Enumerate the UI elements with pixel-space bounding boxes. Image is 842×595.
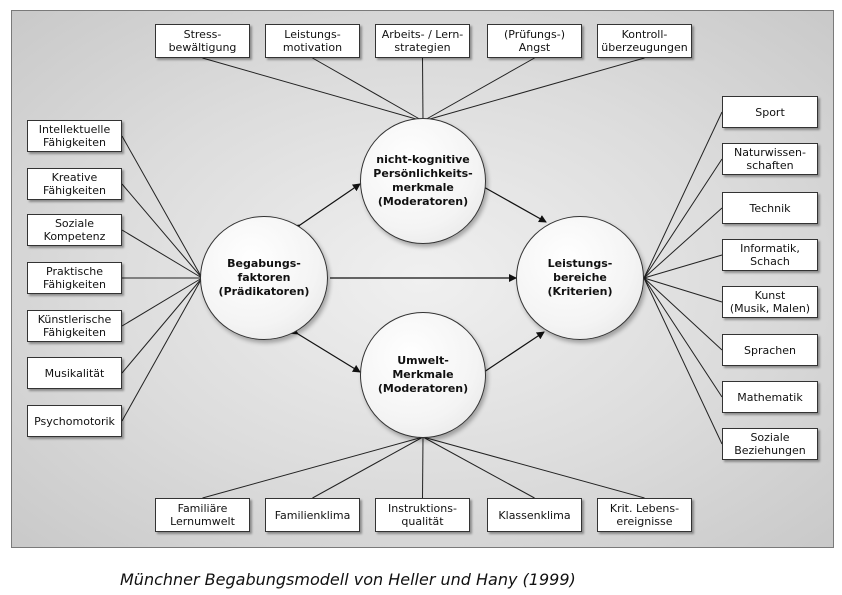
connector-left-box-5	[121, 277, 203, 374]
arrow-left-bottom	[289, 326, 361, 373]
connector-top-box-0	[202, 57, 424, 122]
top-box-arbeits-lern-strategien: Arbeits- / Lern- strategien	[375, 24, 470, 58]
right-box-soziale-beziehungen: Soziale Beziehungen	[722, 428, 818, 460]
top-box-prüfungs-angst: (Prüfungs-) Angst	[487, 24, 582, 58]
bottom-box-krit-lebens-ereignisse: Krit. Lebens- ereignisse	[597, 498, 692, 532]
bottom-box-familiäre-lernumwelt: Familiäre Lernumwelt	[155, 498, 250, 532]
diagram-caption: Münchner Begabungsmodell von Heller und …	[120, 570, 576, 589]
right-box-sport: Sport	[722, 96, 818, 128]
connector-bottom-box-1	[312, 436, 424, 499]
arrow-bottom-right	[483, 331, 545, 373]
connector-top-box-1	[312, 57, 424, 122]
left-box-praktische-fähigkeiten: Praktische Fähigkeiten	[27, 262, 122, 294]
right-box-mathematik: Mathematik	[722, 381, 818, 413]
left-box-musikalität: Musikalität	[27, 357, 122, 389]
connector-right-box-5	[643, 277, 723, 351]
bottom-box-klassenklima: Klassenklima	[487, 498, 582, 532]
circle-umweltmerkmale: Umwelt- Merkmale (Moderatoren)	[360, 312, 486, 438]
left-box-psychomotorik: Psychomotorik	[27, 405, 122, 437]
circle-persoenlichkeitsmerkmale: nicht-kognitive Persönlichkeits- merkmal…	[360, 118, 486, 244]
arrow-left-top	[291, 183, 361, 233]
connector-right-box-2	[643, 207, 723, 279]
connector-left-box-4	[121, 277, 203, 327]
top-box-leistungs-motivation: Leistungs- motivation	[265, 24, 360, 58]
connector-left-box-2	[121, 229, 203, 279]
left-box-soziale-kompetenz: Soziale Kompetenz	[27, 214, 122, 246]
right-box-naturwissen-schaften: Naturwissen- schaften	[722, 143, 818, 175]
connector-bottom-box-4	[422, 436, 645, 499]
right-box-kunst-musik-malen: Kunst (Musik, Malen)	[722, 286, 818, 318]
connector-right-box-6	[643, 277, 723, 398]
connector-right-box-7	[643, 277, 723, 445]
right-box-informatik-schach: Informatik, Schach	[722, 239, 818, 271]
left-box-kreative-fähigkeiten: Kreative Fähigkeiten	[27, 168, 122, 200]
connector-bottom-box-2	[422, 436, 424, 499]
connector-top-box-3	[422, 57, 535, 122]
right-box-technik: Technik	[722, 192, 818, 224]
connector-right-box-3	[643, 254, 723, 279]
left-box-intellektuelle-fähigkeiten: Intellektuelle Fähigkeiten	[27, 120, 122, 152]
arrow-top-right	[481, 185, 547, 223]
bottom-box-familienklima: Familienklima	[265, 498, 360, 532]
top-box-kontroll-überzeugungen: Kontroll- überzeugungen	[597, 24, 692, 58]
connector-bottom-box-0	[202, 436, 424, 499]
connector-right-box-1	[643, 158, 723, 279]
circle-begabungsfaktoren: Begabungs- faktoren (Prädikatoren)	[200, 216, 328, 340]
right-box-sprachen: Sprachen	[722, 334, 818, 366]
connector-bottom-box-3	[422, 436, 535, 499]
top-box-stress-bewältigung: Stress- bewältigung	[155, 24, 250, 58]
connector-left-box-6	[121, 277, 203, 422]
connector-right-box-4	[643, 277, 723, 303]
left-box-künstlerische-fähigkeiten: Künstlerische Fähigkeiten	[27, 310, 122, 342]
connector-left-box-0	[121, 135, 203, 279]
connector-right-box-0	[643, 111, 723, 279]
bottom-box-instruktions-qualität: Instruktions- qualität	[375, 498, 470, 532]
connector-left-box-1	[121, 183, 203, 279]
connector-top-box-4	[422, 57, 645, 122]
connector-top-box-2	[422, 57, 424, 122]
circle-leistungsbereiche: Leistungs- bereiche (Kriterien)	[516, 216, 644, 340]
